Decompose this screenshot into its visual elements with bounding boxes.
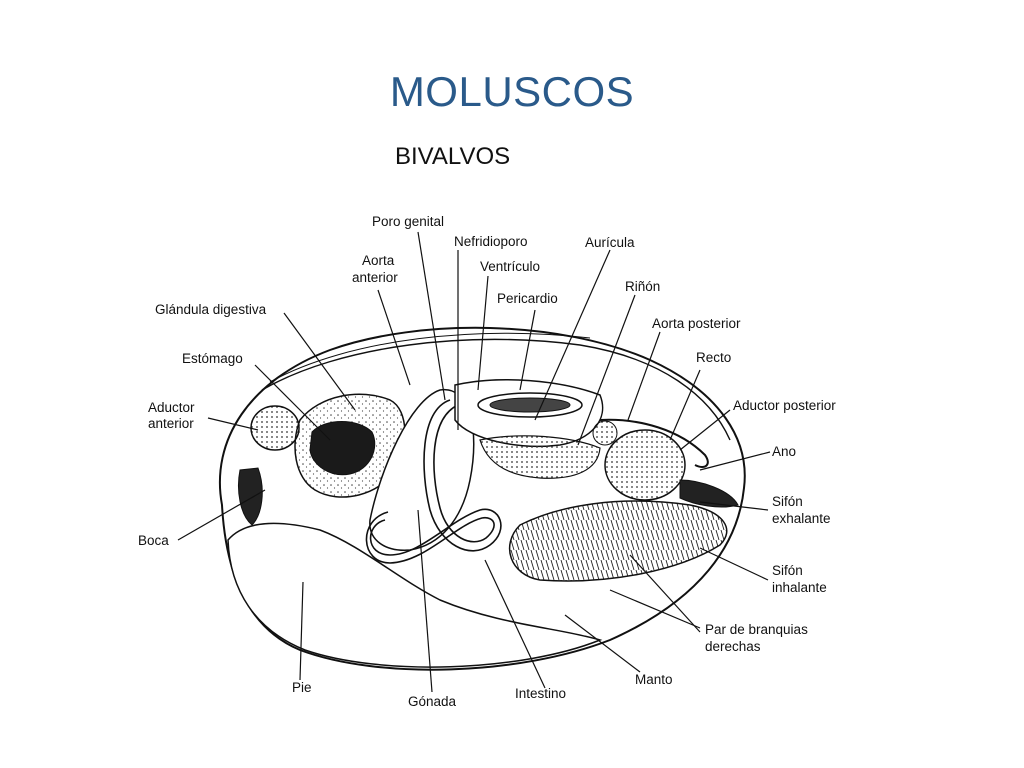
rectum-shape: [599, 418, 709, 468]
label-ano: Ano: [772, 444, 796, 459]
label-aductor-posterior: Aductor posterior: [733, 398, 836, 413]
intestine-shape: [365, 399, 502, 564]
stomach-shape: [309, 421, 376, 476]
label-sifon-exhalante-2: exhalante: [772, 511, 831, 526]
label-pie: Pie: [292, 680, 312, 695]
label-aductor-anterior-1: Aductor: [148, 400, 195, 415]
label-intestino: Intestino: [515, 686, 566, 701]
label-boca: Boca: [138, 533, 169, 548]
gills-shape: [509, 500, 728, 582]
anterior-adductor-shape: [250, 405, 300, 451]
label-branquias-2: derechas: [705, 639, 761, 654]
gonad-shape: [369, 389, 475, 551]
foot-shape: [227, 522, 603, 668]
label-aorta-anterior-1: Aorta: [362, 253, 395, 268]
slide-subtitle: BIVALVOS: [395, 143, 511, 170]
label-sifon-inhalante-1: Sifón: [772, 563, 803, 578]
label-aorta-posterior: Aorta posterior: [652, 316, 741, 331]
label-nefridioporo: Nefridioporo: [454, 234, 528, 249]
posterior-aorta-shape: [592, 420, 618, 446]
label-aorta-anterior-2: anterior: [352, 270, 398, 285]
label-poro-genital: Poro genital: [372, 214, 444, 229]
posterior-adductor-shape: [604, 429, 686, 501]
label-manto: Manto: [635, 672, 673, 687]
kidney-shape: [479, 435, 601, 479]
label-sifon-exhalante-1: Sifón: [772, 494, 803, 509]
diagram-labels: Poro genital Nefridioporo Aurícula Aorta…: [138, 214, 836, 709]
leader-lines: [177, 231, 771, 693]
label-branquias-1: Par de branquias: [705, 622, 808, 637]
mouth-shape: [238, 467, 263, 526]
label-auricula: Aurícula: [585, 235, 635, 250]
label-estomago: Estómago: [182, 351, 243, 366]
label-recto: Recto: [696, 350, 731, 365]
label-pericardio: Pericardio: [497, 291, 558, 306]
label-rinon: Riñón: [625, 279, 660, 294]
label-gonada: Gónada: [408, 694, 457, 709]
slide-title: MOLUSCOS: [389, 68, 635, 115]
label-sifon-inhalante-2: inhalante: [772, 580, 827, 595]
label-glandula-digestiva: Glándula digestiva: [155, 302, 267, 317]
label-ventriculo: Ventrículo: [480, 259, 540, 274]
heart-region: [454, 379, 604, 448]
label-aductor-anterior-2: anterior: [148, 416, 194, 431]
exhalant-siphon-shape: [679, 479, 739, 508]
